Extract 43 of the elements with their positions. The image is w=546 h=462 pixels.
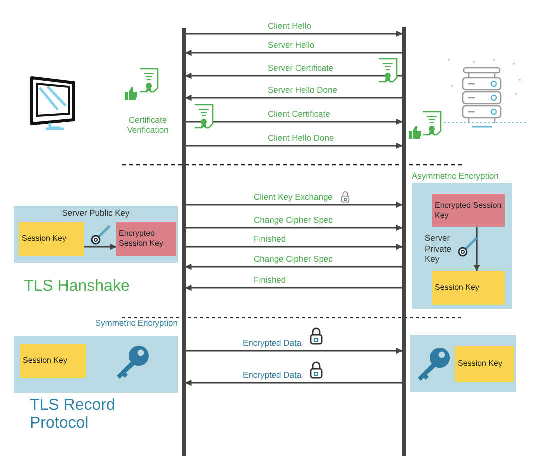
edge-label: Server Hello: [268, 41, 315, 50]
edge-label: Server Certificate: [268, 64, 334, 74]
section-title: TLS Hanshake: [24, 278, 131, 296]
edge-label: Finished: [254, 235, 286, 244]
arrow: [185, 50, 402, 56]
edge-label: Client Hello Done: [268, 134, 334, 144]
arrow: [185, 264, 402, 270]
arrow: [186, 244, 403, 250]
arrow: [186, 142, 403, 150]
edge-label: Finished: [254, 276, 286, 286]
edge-label: Change Cipher Spec: [254, 255, 333, 264]
arrow: [186, 348, 403, 354]
arrow: [186, 202, 403, 208]
panel-heading: Asymmetric Encryption: [412, 171, 500, 181]
caption-label: Certificate Verification: [126, 116, 170, 136]
arrow: [185, 284, 402, 292]
edge-label: Encrypted Data: [243, 371, 302, 380]
key-box: Session Key: [455, 346, 514, 382]
edge-label: Encrypted Data: [243, 339, 302, 348]
key-box: Session Key: [432, 271, 505, 305]
key-box: Session Key: [19, 222, 84, 256]
section-title: TLS Record Protocol: [30, 397, 116, 434]
arrow: [186, 224, 403, 232]
arrow: [185, 94, 402, 102]
lifeline: [182, 28, 186, 456]
arrow: [186, 118, 403, 126]
key-box: Encrypted Session Key: [116, 222, 176, 256]
arrow: [186, 30, 403, 38]
arrow: [84, 244, 117, 250]
edge-label: Client Key Exchange: [254, 193, 333, 202]
edge-label: Server Private Key: [425, 233, 452, 265]
edge-label: Server Hello Done: [268, 86, 338, 96]
panel-heading: Symmetric Encryption: [94, 318, 178, 328]
edge-label: Change Cipher Spec: [254, 216, 333, 226]
lifeline: [402, 27, 406, 456]
arrow: [185, 72, 402, 80]
arrow: [474, 227, 480, 272]
edge-label: Client Certificate: [268, 110, 330, 120]
key-box: Session Key: [20, 344, 86, 378]
key-box: Encrypted Session Key: [432, 194, 505, 227]
panel-heading: Server Public Key: [61, 208, 131, 218]
edge-label: Client Hello: [268, 22, 312, 32]
arrow: [185, 380, 402, 386]
